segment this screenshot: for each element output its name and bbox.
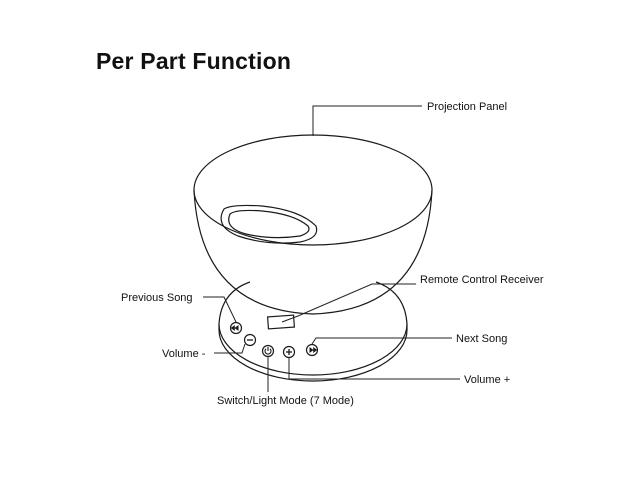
label-projection-panel: Projection Panel bbox=[427, 101, 507, 113]
switch-light-mode-button[interactable] bbox=[261, 344, 275, 358]
leader-lines bbox=[203, 105, 460, 392]
label-volume-plus: Volume + bbox=[464, 374, 510, 386]
handle-slot bbox=[220, 204, 318, 244]
next-song-button[interactable] bbox=[305, 343, 319, 357]
previous-song-button[interactable] bbox=[229, 321, 243, 335]
label-previous-song: Previous Song bbox=[121, 292, 193, 304]
label-volume-minus: Volume - bbox=[162, 348, 206, 360]
power-icon bbox=[264, 347, 272, 355]
label-remote-control-receiver: Remote Control Receiver bbox=[420, 274, 544, 286]
volume-plus-icon bbox=[286, 349, 292, 355]
remote-receiver-window bbox=[266, 314, 296, 330]
volume-plus-button[interactable] bbox=[282, 345, 296, 359]
label-switch-light-mode: Switch/Light Mode (7 Mode) bbox=[217, 395, 354, 407]
label-next-song: Next Song bbox=[456, 333, 507, 345]
previous-song-icon bbox=[230, 325, 239, 331]
next-song-icon bbox=[309, 347, 318, 353]
volume-minus-button[interactable] bbox=[243, 333, 257, 347]
page-title: Per Part Function bbox=[96, 48, 292, 74]
